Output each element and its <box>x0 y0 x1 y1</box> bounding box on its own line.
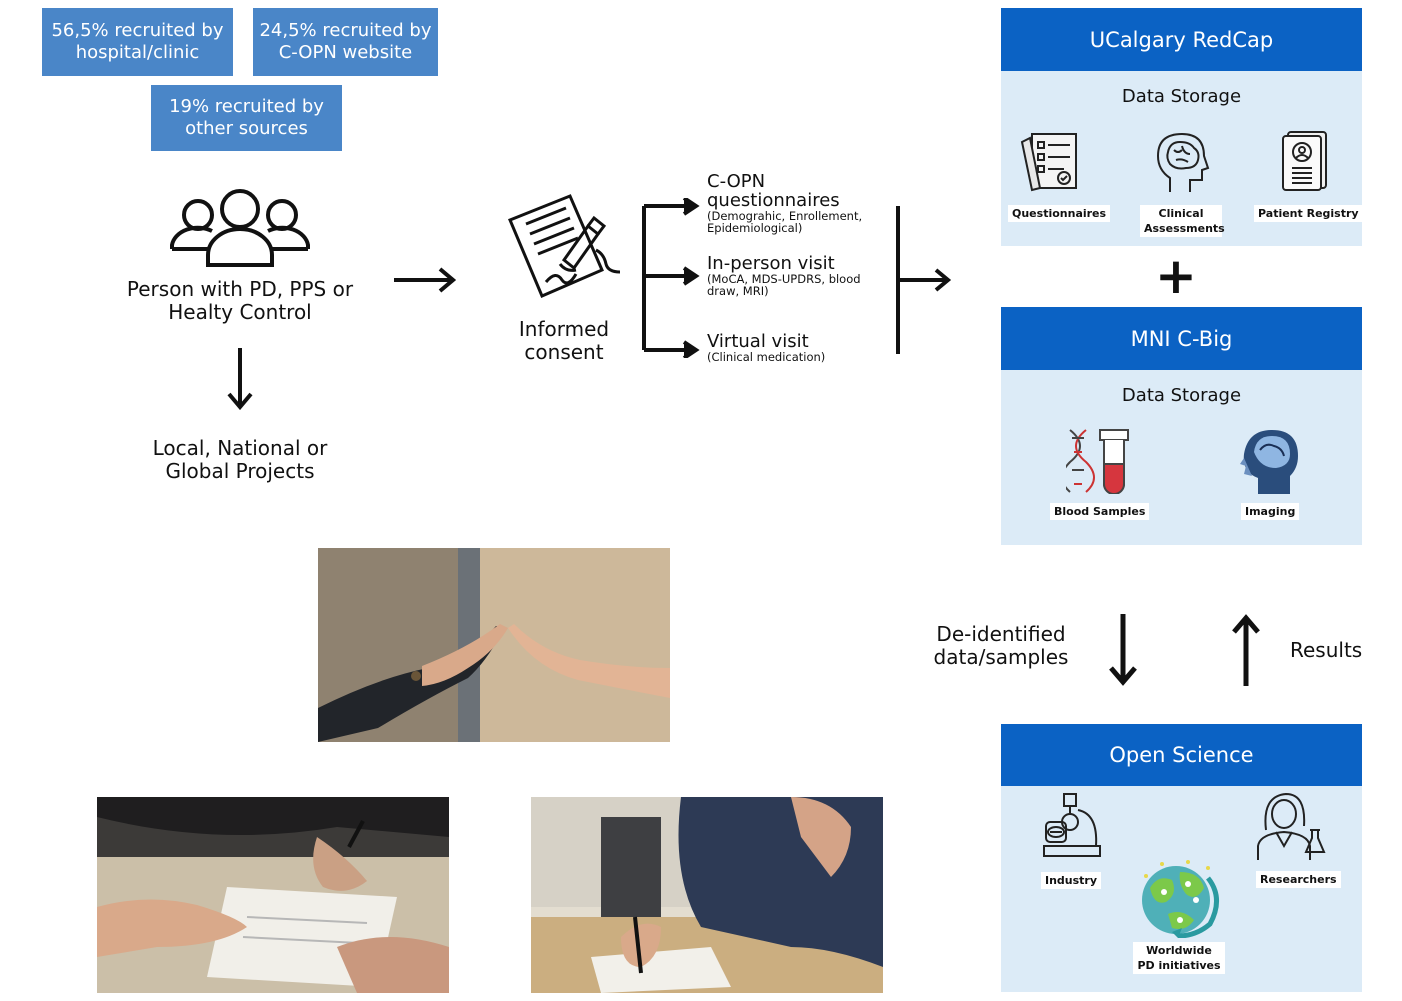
participant-label: Person with PD, PPS or Healty Control <box>126 277 354 324</box>
photo-finger-test-image <box>318 548 670 742</box>
blood-samples-label: Blood Samples <box>1050 503 1150 520</box>
photo-finger-test <box>318 548 670 742</box>
results-label: Results <box>1290 638 1363 662</box>
photo-signing-consent <box>97 797 449 993</box>
patient-registry-label: Patient Registry <box>1254 205 1363 222</box>
option-questionnaires: C-OPN questionnaires (Demograhic, Enroll… <box>707 172 882 234</box>
options-bracket <box>642 198 700 358</box>
photo-signing-consent-image <box>97 797 449 993</box>
option-virtual-subtitle: (Clinical medication) <box>707 350 826 364</box>
projects-label: Local, National or Global Projects <box>152 436 328 483</box>
researcher-icon <box>1257 792 1326 860</box>
down-arrow-icon <box>227 348 253 410</box>
open-science-header: Open Science <box>1001 724 1362 786</box>
researchers-label: Researchers <box>1256 871 1341 888</box>
clinical-assessments-label: Clinical Assessments <box>1140 205 1225 237</box>
industry-label: Industry <box>1041 872 1102 889</box>
patient-registry-icon <box>1282 131 1327 191</box>
redcap-subtitle: Data Storage <box>1121 86 1242 107</box>
questionnaires-label: Questionnaires <box>1008 205 1111 222</box>
up-arrow-results-icon <box>1232 614 1260 686</box>
worldwide-initiatives-label: Worldwide PD initiatives <box>1133 942 1225 974</box>
right-arrow-icon <box>394 267 456 293</box>
people-group-icon <box>170 189 310 267</box>
imaging-label: Imaging <box>1241 503 1300 520</box>
recruitment-website-box: 24,5% recruited by C-OPN website <box>253 8 438 76</box>
questionnaire-icon <box>1020 133 1077 192</box>
down-arrow-storage-icon <box>1109 614 1137 686</box>
recruitment-other-label: 19% recruited by other sources <box>169 96 324 139</box>
recruitment-hospital-box: 56,5% recruited by hospital/clinic <box>42 8 233 76</box>
blood-sample-dna-icon <box>1066 429 1129 494</box>
cbig-header: MNI C-Big <box>1001 307 1362 370</box>
recruitment-hospital-label: 56,5% recruited by hospital/clinic <box>51 20 224 63</box>
option-virtual: Virtual visit (Clinical medication) <box>707 332 882 363</box>
plus-sign: + <box>1155 247 1197 305</box>
photo-participant-writing <box>531 797 883 993</box>
recruitment-other-box: 19% recruited by other sources <box>151 85 342 151</box>
photo-participant-writing-image <box>531 797 883 993</box>
consent-label: Informed consent <box>518 317 610 364</box>
option-in-person: In-person visit (MoCA, MDS-UPDRS, blood … <box>707 254 882 297</box>
deidentified-label: De-identified data/samples <box>933 622 1069 669</box>
option-in-person-title: In-person visit <box>707 253 835 274</box>
option-questionnaires-title: C-OPN questionnaires <box>707 171 840 211</box>
industry-microscope-icon <box>1043 793 1101 857</box>
redcap-header: UCalgary RedCap <box>1001 8 1362 71</box>
option-virtual-title: Virtual visit <box>707 331 809 352</box>
brain-head-icon <box>1156 132 1210 192</box>
option-questionnaires-subtitle: (Demograhic, Enrollement, Epidemiologica… <box>707 209 863 235</box>
option-in-person-subtitle: (MoCA, MDS-UPDRS, blood draw, MRI) <box>707 272 861 298</box>
signed-document-icon <box>508 194 621 298</box>
worldwide-globe-icon <box>1142 860 1219 938</box>
recruitment-website-label: 24,5% recruited by C-OPN website <box>259 20 432 63</box>
brain-imaging-icon <box>1240 430 1298 494</box>
cbig-subtitle: Data Storage <box>1121 385 1242 406</box>
merge-arrow-icon <box>896 206 952 354</box>
